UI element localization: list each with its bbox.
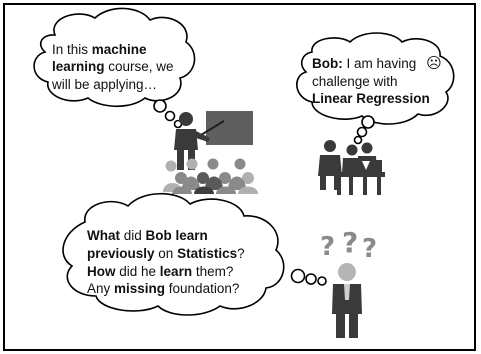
question-mark-right: ? <box>362 234 378 264</box>
bob-cloud <box>296 32 455 145</box>
q-line4-c: foundation? <box>165 281 240 297</box>
q-line4-a: Any <box>87 281 115 297</box>
bob-line1-b: I am having <box>342 56 417 71</box>
q-line2-b: on <box>154 245 178 261</box>
classroom-icon <box>163 111 258 194</box>
q-line1-b: did <box>120 228 146 243</box>
instructor-bubble-text: In this machine learning course, we will… <box>52 41 187 93</box>
meeting-icon <box>318 140 385 195</box>
q-line2-c: Statistics <box>177 245 238 261</box>
bob-line1-a: Bob: <box>312 56 343 71</box>
frown-icon: ☹ <box>426 54 442 72</box>
q-line1-c: Bob learn <box>145 228 208 243</box>
q-line1-a: What <box>87 228 120 243</box>
instructor-line3: will be applying… <box>52 76 158 92</box>
q-line3-b: did he <box>115 263 160 279</box>
instructor-line1-a: In this <box>52 42 92 57</box>
instructor-cloud <box>33 7 196 129</box>
question-mark-left: ? <box>320 232 336 262</box>
q-line2-d: ? <box>237 245 245 261</box>
q-line4-b: missing <box>114 281 166 297</box>
bob-line3: Linear Regression <box>312 91 430 107</box>
confused-person-icon <box>332 263 362 338</box>
q-line3-d: them? <box>192 263 234 279</box>
bob-line2: challenge with <box>312 74 398 90</box>
q-line3-c: learn <box>159 263 193 279</box>
bob-bubble-text: Bob: I am having ☹ challenge with Linear… <box>312 54 462 108</box>
q-line3-a: How <box>87 263 116 279</box>
instructor-line2-a: learning <box>52 59 105 75</box>
instructor-line1-b: machine <box>91 42 147 57</box>
instructor-line2-b: course, we <box>104 59 174 75</box>
q-line2-a: previously <box>87 245 155 261</box>
question-cloud <box>62 193 327 316</box>
question-bubble-text: What did Bob learn previously on Statist… <box>87 227 302 298</box>
question-mark-middle: ? <box>342 226 359 259</box>
